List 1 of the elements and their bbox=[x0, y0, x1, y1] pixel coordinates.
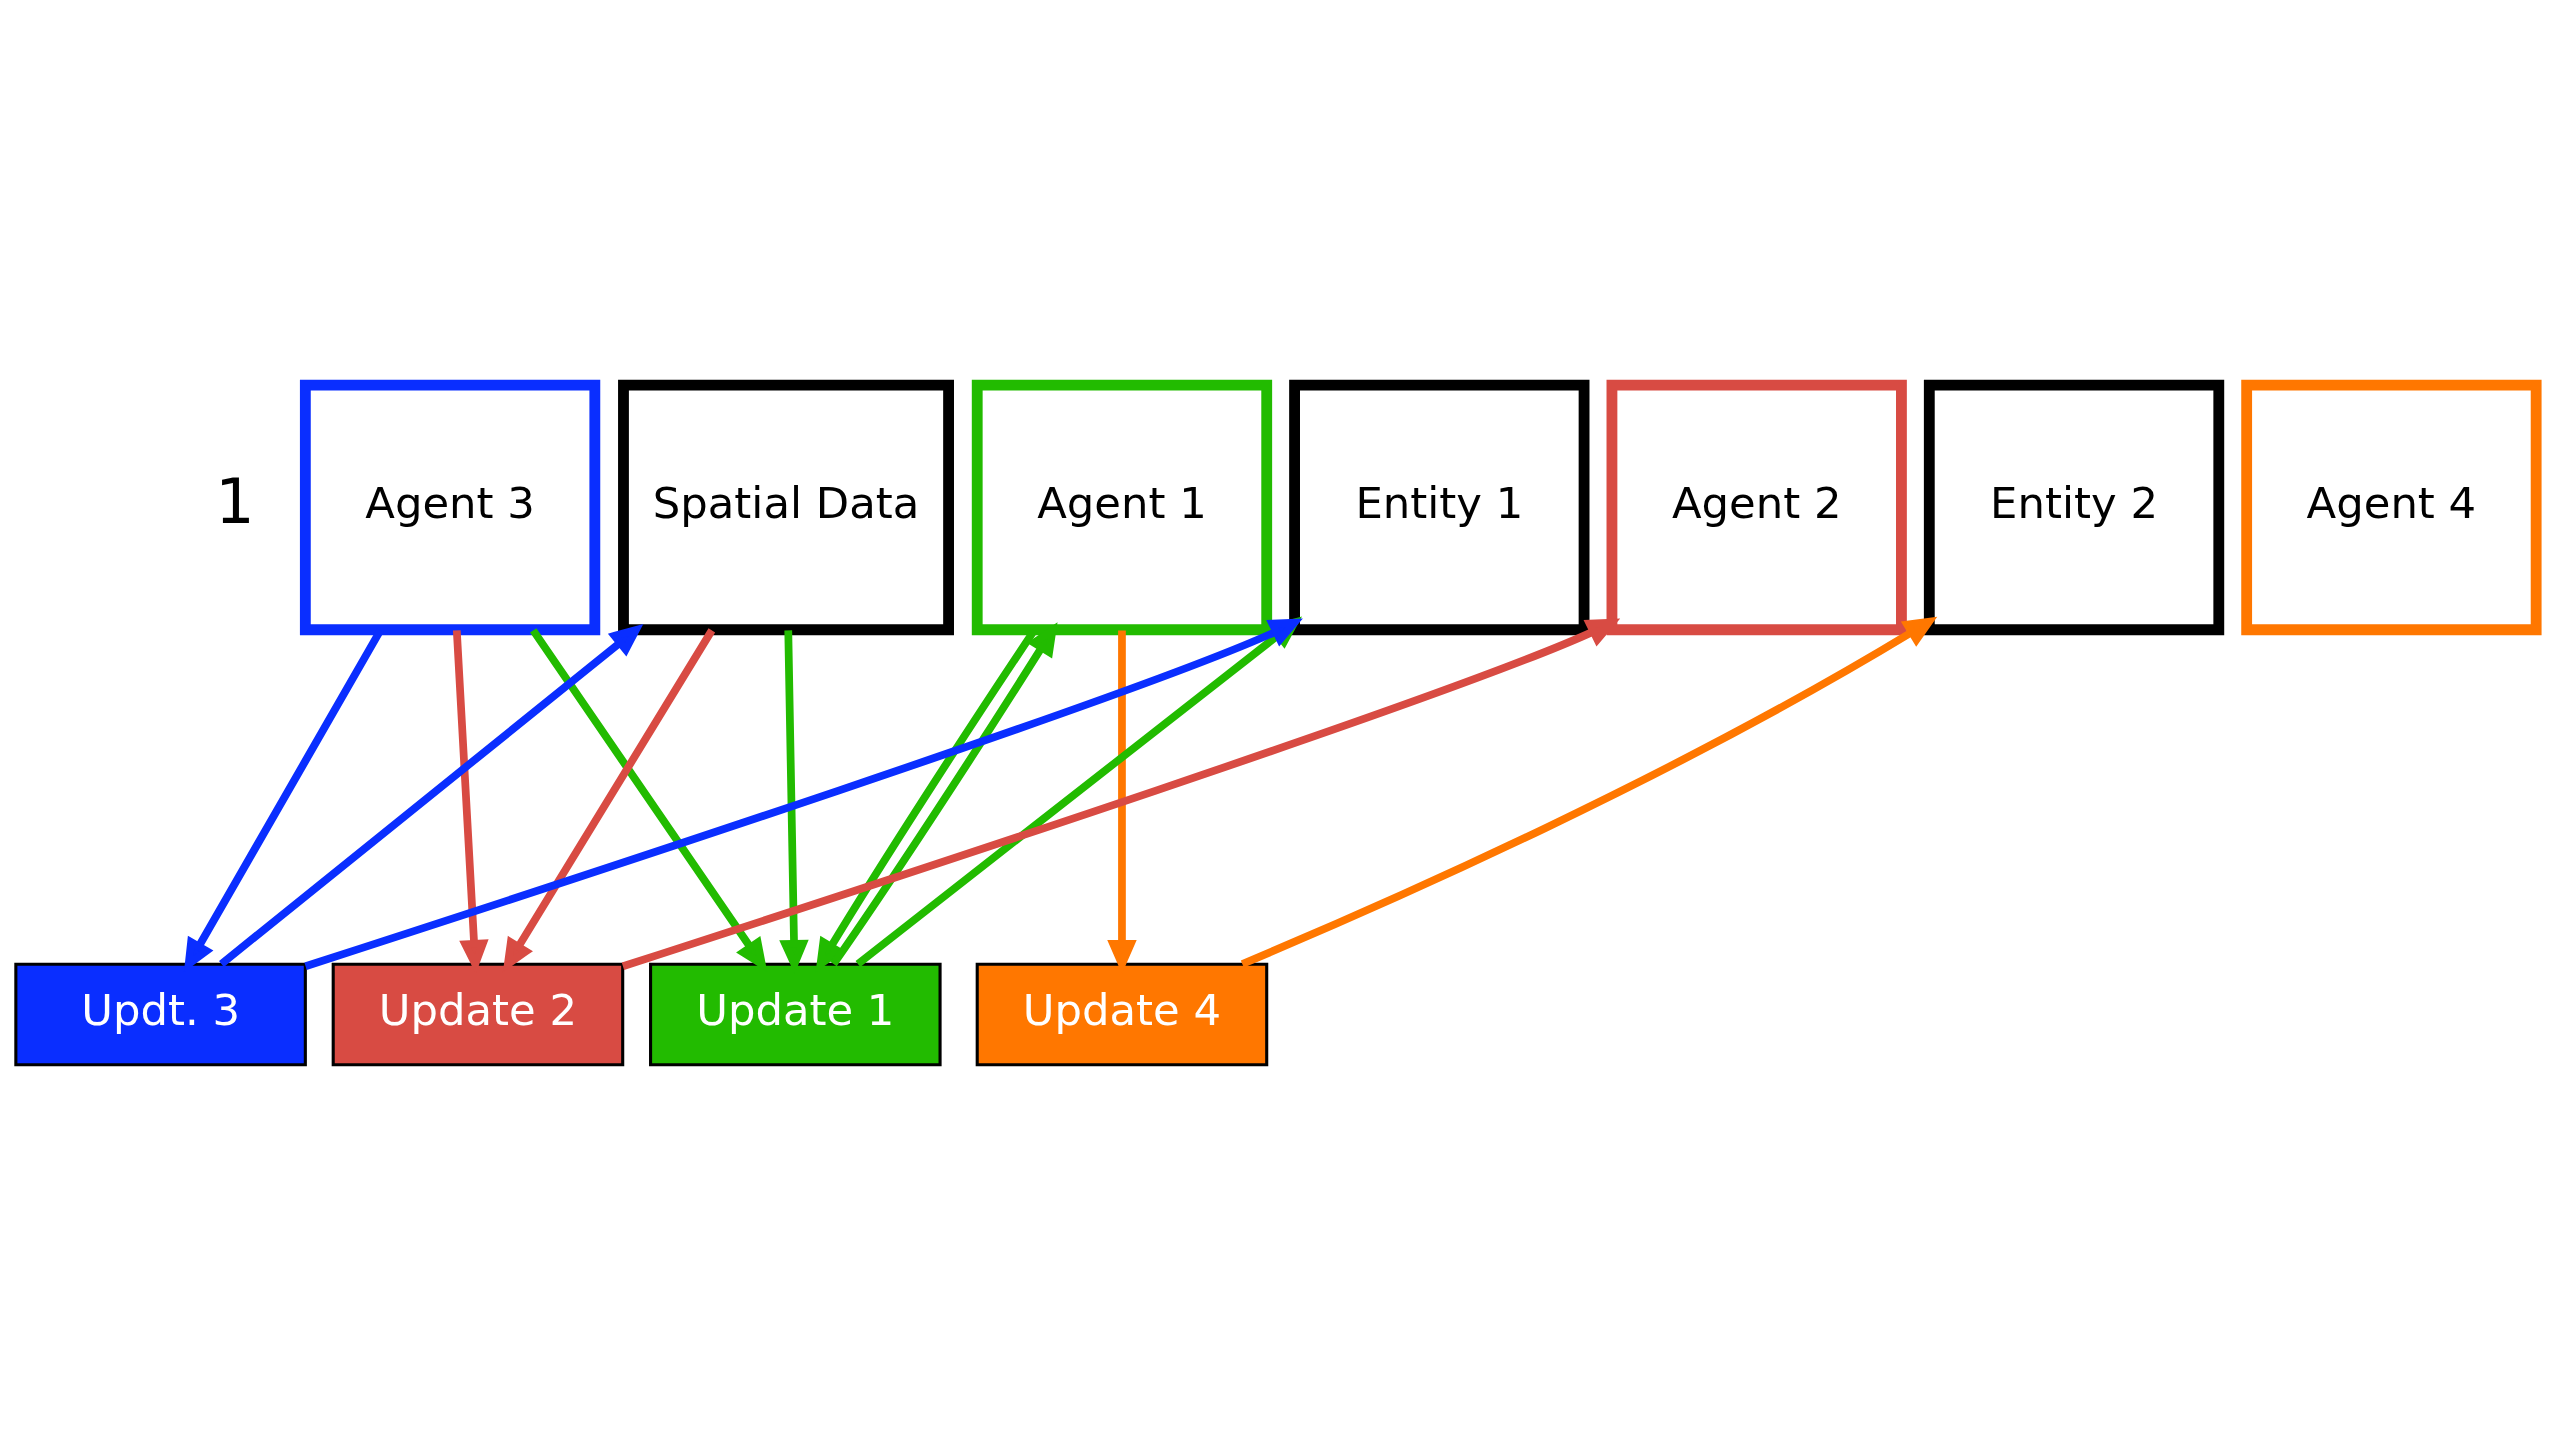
label: 1 bbox=[215, 465, 255, 538]
